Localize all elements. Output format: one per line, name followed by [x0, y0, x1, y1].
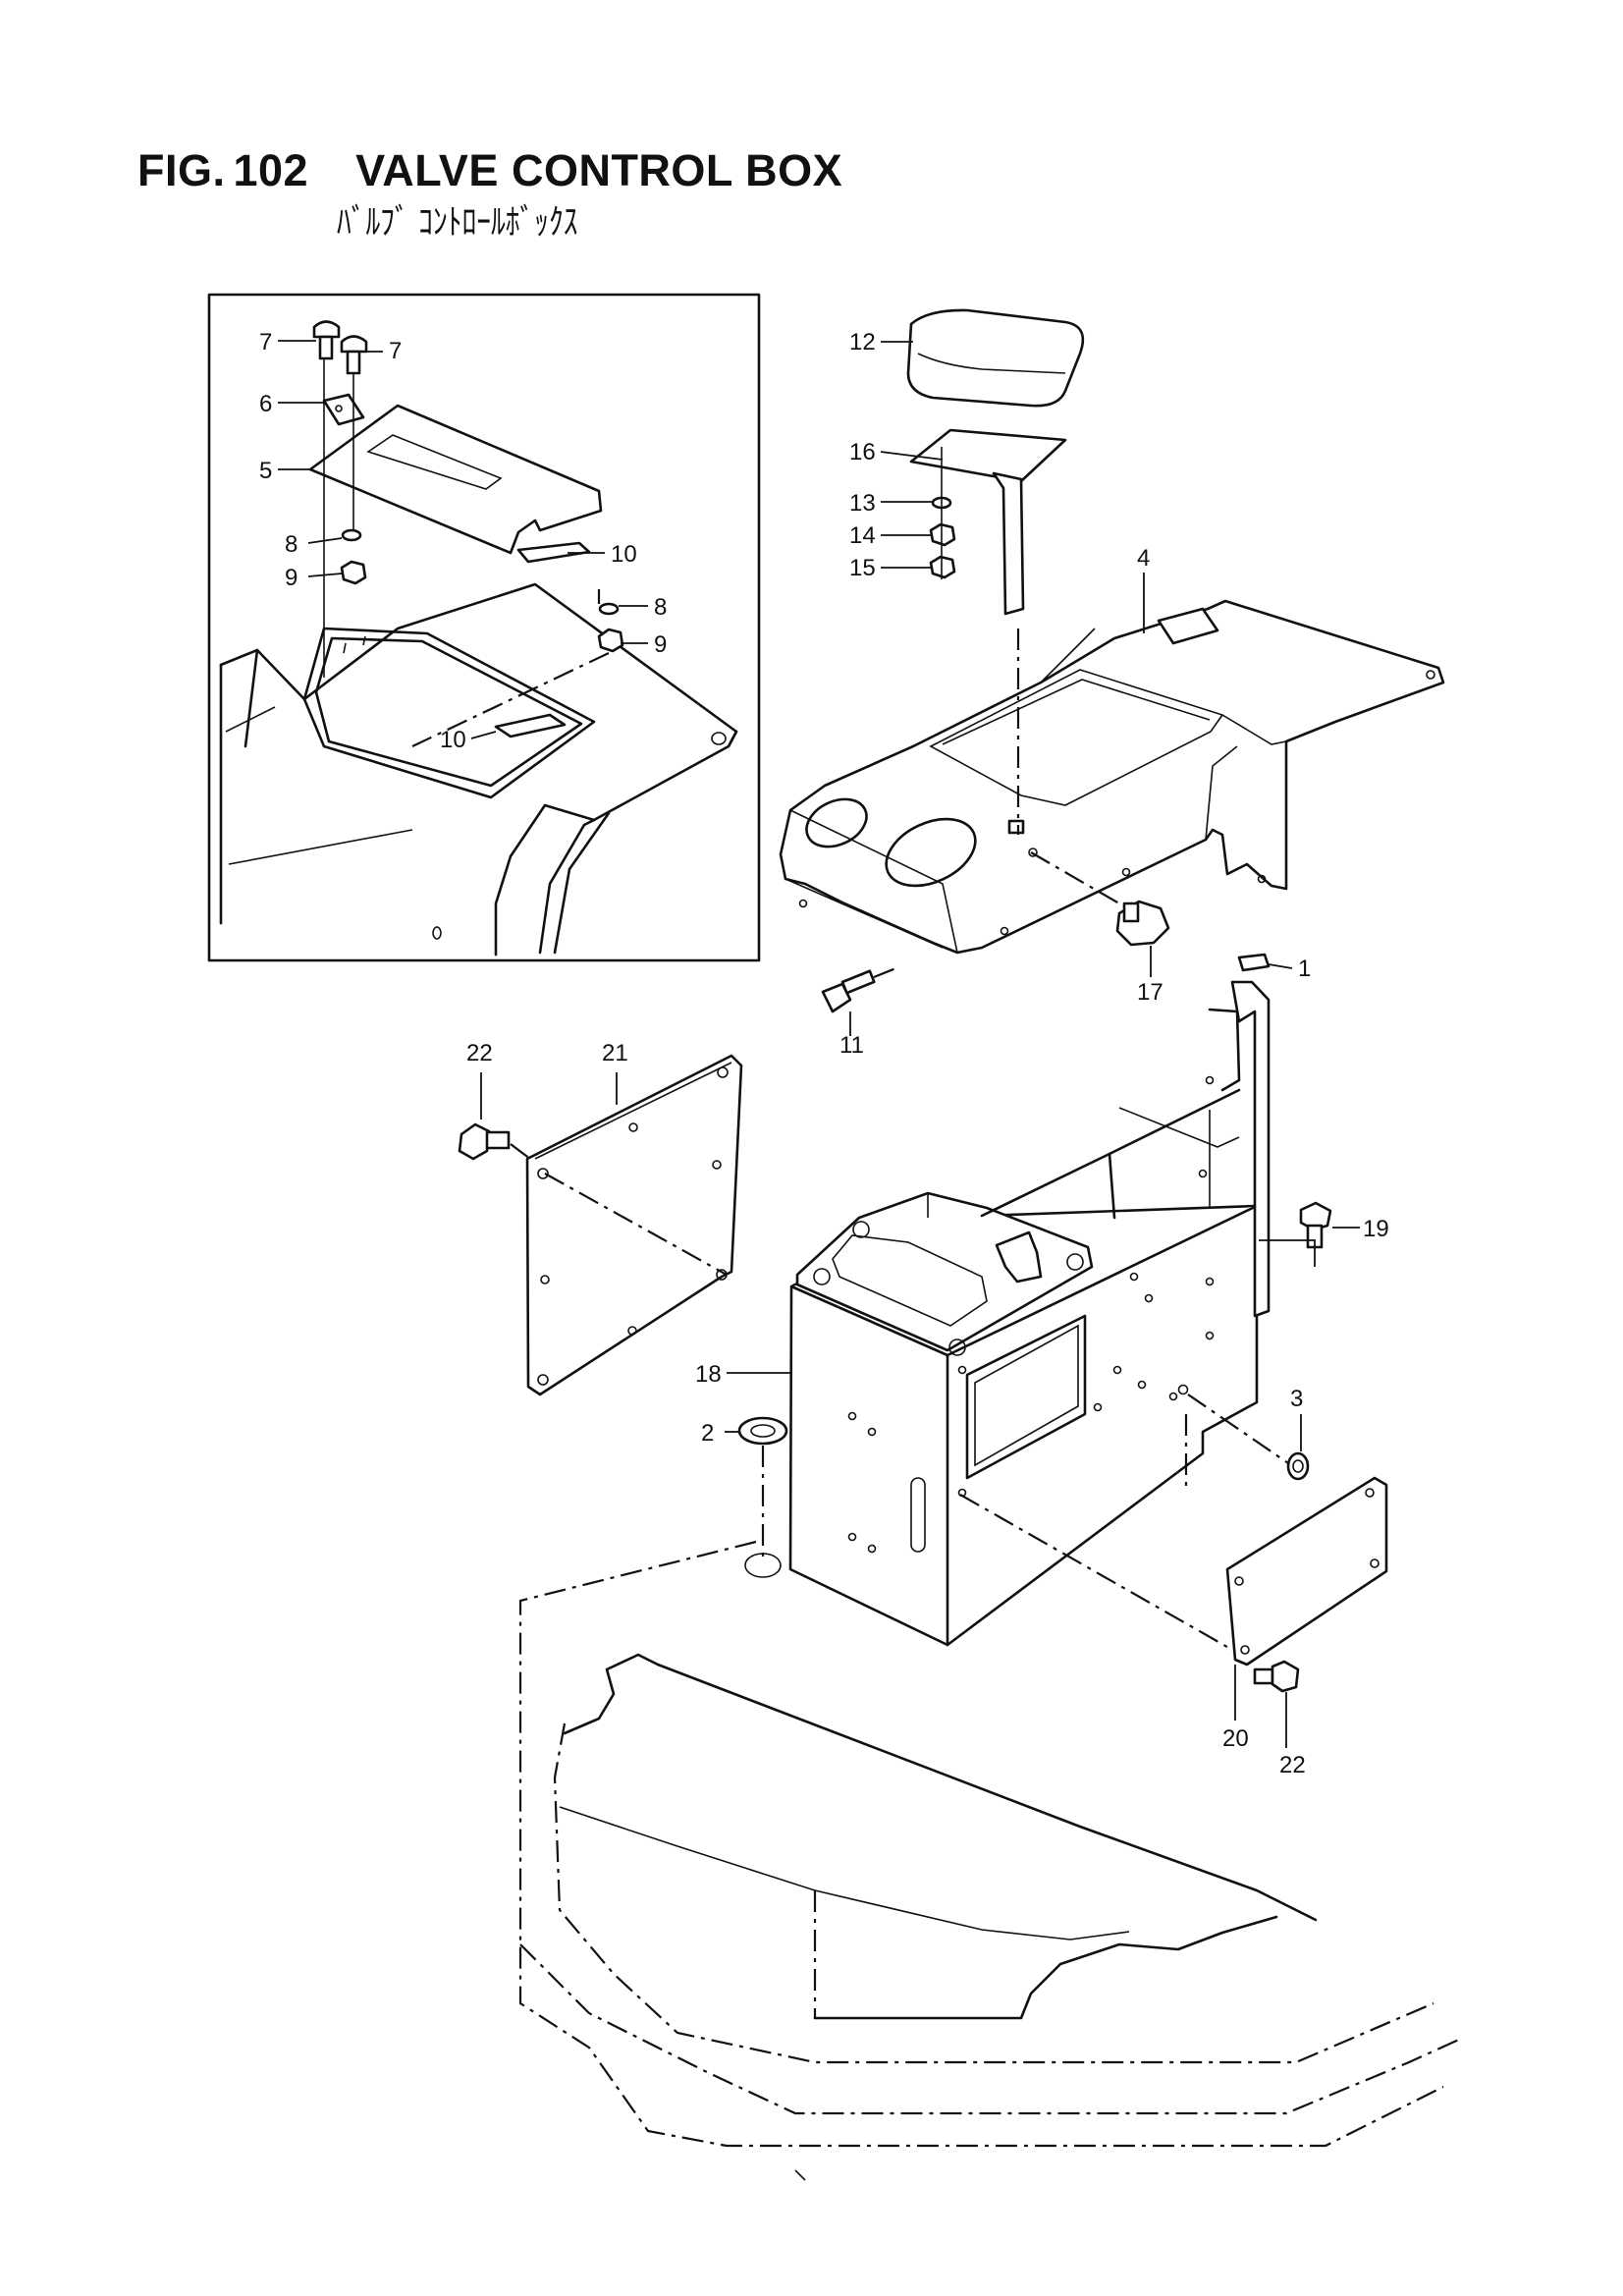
figure-title: FIG.102 VALVE CONTROL BOX [137, 145, 842, 196]
callout-6: 6 [259, 391, 272, 417]
callout-22b: 22 [1279, 1752, 1306, 1778]
callout-11: 11 [839, 1032, 864, 1059]
callout-17: 17 [1137, 979, 1163, 1006]
callout-9a: 9 [285, 565, 298, 591]
callout-7a: 7 [259, 329, 272, 355]
callout-19: 19 [1363, 1216, 1389, 1242]
callout-5: 5 [259, 458, 272, 484]
figure-subtitle: ﾊﾞﾙﾌﾞ ｺﾝﾄﾛｰﾙﾎﾞｯｸｽ [337, 202, 578, 243]
callout-12: 12 [849, 329, 876, 355]
callout-1: 1 [1298, 956, 1311, 982]
inset-detail: 7 7 6 5 8 9 10 8 9 10 [207, 293, 761, 962]
callout-9b: 9 [654, 631, 667, 658]
callout-14: 14 [849, 522, 876, 549]
callout-10a: 10 [611, 541, 637, 568]
callout-20: 20 [1222, 1725, 1249, 1752]
callout-18: 18 [695, 1361, 722, 1388]
inset-frame [207, 293, 761, 962]
fig-number: 102 [233, 145, 309, 195]
callout-4: 4 [1137, 545, 1150, 572]
callout-22a: 22 [466, 1040, 493, 1066]
cover-assembly: 12 16 13 14 15 4 17 11 1 [779, 308, 1445, 1059]
box-assembly: 22 21 19 18 3 2 20 22 [458, 953, 1389, 1778]
callout-15: 15 [849, 555, 876, 581]
callout-10b: 10 [440, 727, 466, 753]
phantom-base [518, 1540, 1464, 2181]
callout-2: 2 [701, 1420, 714, 1447]
callout-8b: 8 [654, 594, 667, 621]
callout-13: 13 [849, 490, 876, 517]
callout-21: 21 [602, 1040, 628, 1066]
fig-label: FIG. [137, 145, 226, 195]
callout-3: 3 [1290, 1386, 1303, 1412]
title-text: VALVE CONTROL BOX [355, 145, 843, 195]
callout-16: 16 [849, 439, 876, 465]
callout-8a: 8 [285, 531, 298, 558]
callout-7b: 7 [389, 338, 402, 364]
